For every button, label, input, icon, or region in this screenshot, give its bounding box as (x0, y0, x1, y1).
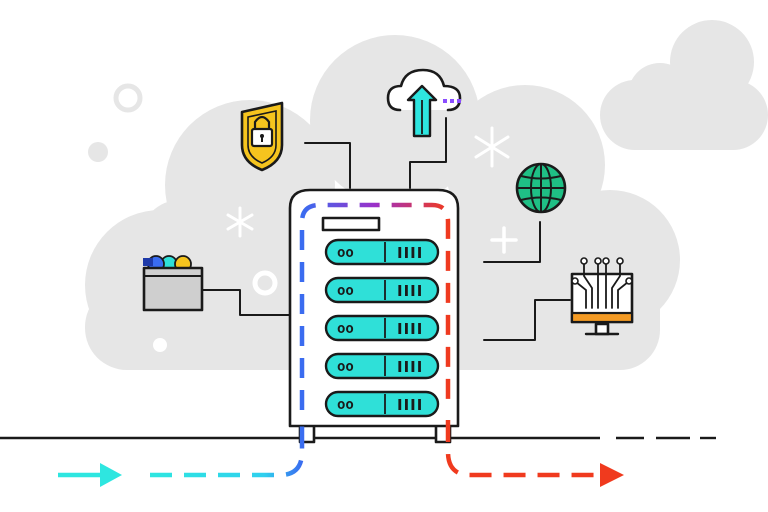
small-cloud (600, 20, 768, 150)
server-unit: oo IIII (324, 314, 440, 342)
decorative-dots (88, 142, 167, 352)
server-unit-vents: IIII (397, 320, 423, 338)
folder-icon (142, 255, 204, 312)
server-unit-lights: oo (337, 321, 354, 337)
server-unit-lights: oo (337, 283, 354, 299)
flow-out-arrow (445, 420, 624, 487)
server-unit: oo IIII (324, 238, 440, 266)
plus-icon (490, 226, 518, 254)
server-unit: oo IIII (324, 390, 440, 418)
server-unit-lights: oo (337, 245, 354, 261)
server-unit: oo IIII (324, 352, 440, 380)
flow-in-arrow (58, 420, 305, 487)
lock-shield-icon (240, 101, 284, 172)
snowflake-icon (474, 126, 510, 168)
server-unit: oo IIII (324, 276, 440, 304)
server-unit-vents: IIII (397, 358, 423, 376)
flow-top-rail (299, 202, 451, 410)
cloud-upload-icon (386, 68, 462, 138)
server-unit-vents: IIII (397, 396, 423, 414)
server-unit-lights: oo (337, 397, 354, 413)
server-unit-vents: IIII (397, 282, 423, 300)
snowflake-icon (226, 206, 254, 238)
server-unit-lights: oo (337, 359, 354, 375)
globe-icon (515, 162, 567, 214)
circuit-monitor-icon (570, 257, 634, 336)
connector-lines (202, 117, 571, 341)
server-unit-vents: IIII (397, 244, 423, 262)
